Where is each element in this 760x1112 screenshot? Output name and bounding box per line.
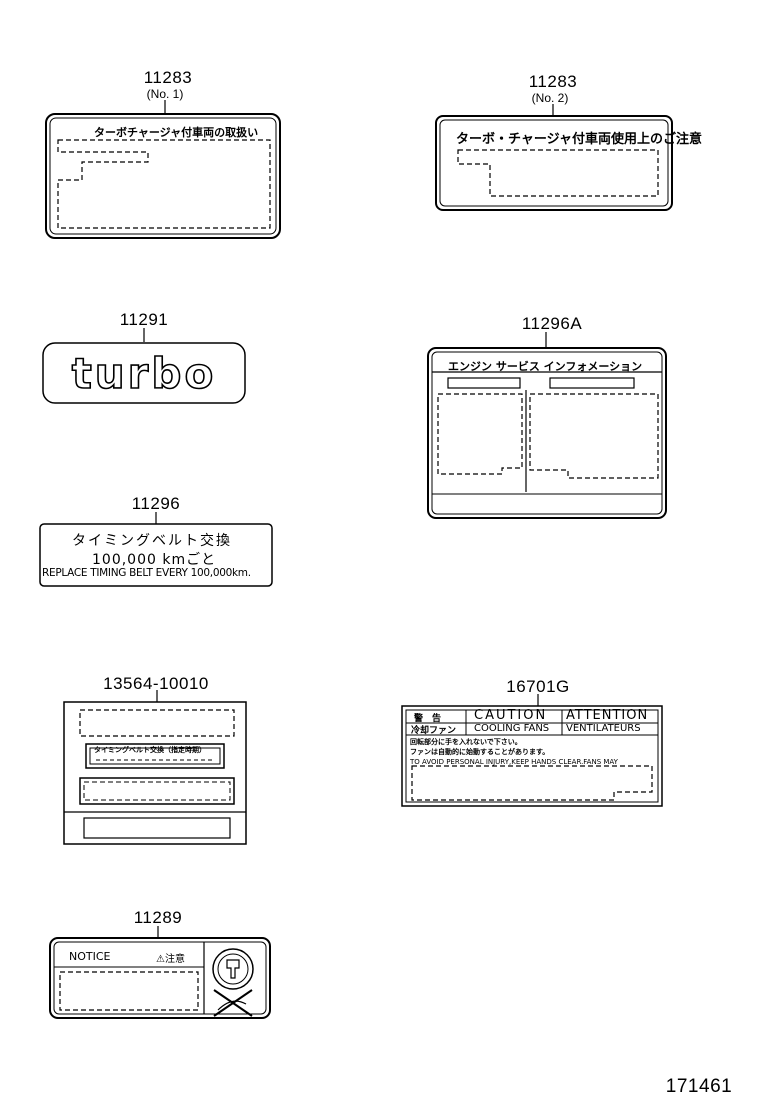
label-16701g-jp-line1: 回転部分に手を入れないで下さい。 [410,738,522,746]
part-number-16701g: 16701G [506,677,570,696]
part-subnumber-no2: (No. 2) [531,91,569,105]
label-11283-no1-title: ターボチャージャ付車両の取扱い [94,126,259,139]
no-hands-icon [213,989,253,1017]
label-13564-10010 [63,690,247,845]
label-16701g [401,694,663,807]
label-11296a-title: エンジン サービス インフォメーション [448,360,643,373]
label-11296 [39,512,273,587]
label-11296a [427,332,667,519]
part-number-11283-no1: 11283 [143,68,193,87]
label-11283-no2-title: ターボ・チャージャ付車両使用上のご注意 [456,132,702,147]
label-11296-line2: 100,000 kmごと [92,552,217,568]
part-number-13564-10010: 13564-10010 [103,674,209,693]
part-number-11291: 11291 [119,310,169,329]
label-11283-no2 [435,104,673,211]
label-16701g-en-line: TO AVOID PERSONAL INJURY,KEEP HANDS CLEA… [410,758,618,766]
label-11296-line3: REPLACE TIMING BELT EVERY 100,000km. [42,567,251,579]
turbo-emblem-text: turbo [72,349,217,398]
part-number-11296a: 11296A [521,314,583,333]
figure-number: 171461 [665,1076,733,1097]
part-number-11289: 11289 [133,908,183,927]
label-13564-10010-text: タイミングベルト交換（指定時期） [94,746,206,754]
label-11296-line1: タイミングベルト交換 [72,533,232,549]
label-11291-turbo: turbo [42,328,246,404]
fans-cell-fr: VENTILATEURS [566,723,641,734]
fans-cell-en: COOLING FANS [474,723,550,734]
hot-surface-icon [212,948,254,990]
caution-cell-en: CAUTION [474,708,548,723]
caution-cell-fr: ATTENTION [566,708,649,723]
label-11283-no1 [45,100,281,239]
part-subnumber-no1: (No. 1) [146,87,184,101]
notice-text: NOTICE [69,950,111,963]
part-number-11296: 11296 [131,494,181,513]
label-11289 [49,926,271,1019]
label-16701g-jp-line2: ファンは自動的に始動することがあります。 [410,748,550,756]
part-number-11283-no2: 11283 [528,72,578,91]
jp-notice-text: ⚠注意 [156,954,185,965]
caution-cell-jp: 警 告 [414,714,442,724]
fans-cell-jp: 冷却ファン [411,726,457,736]
